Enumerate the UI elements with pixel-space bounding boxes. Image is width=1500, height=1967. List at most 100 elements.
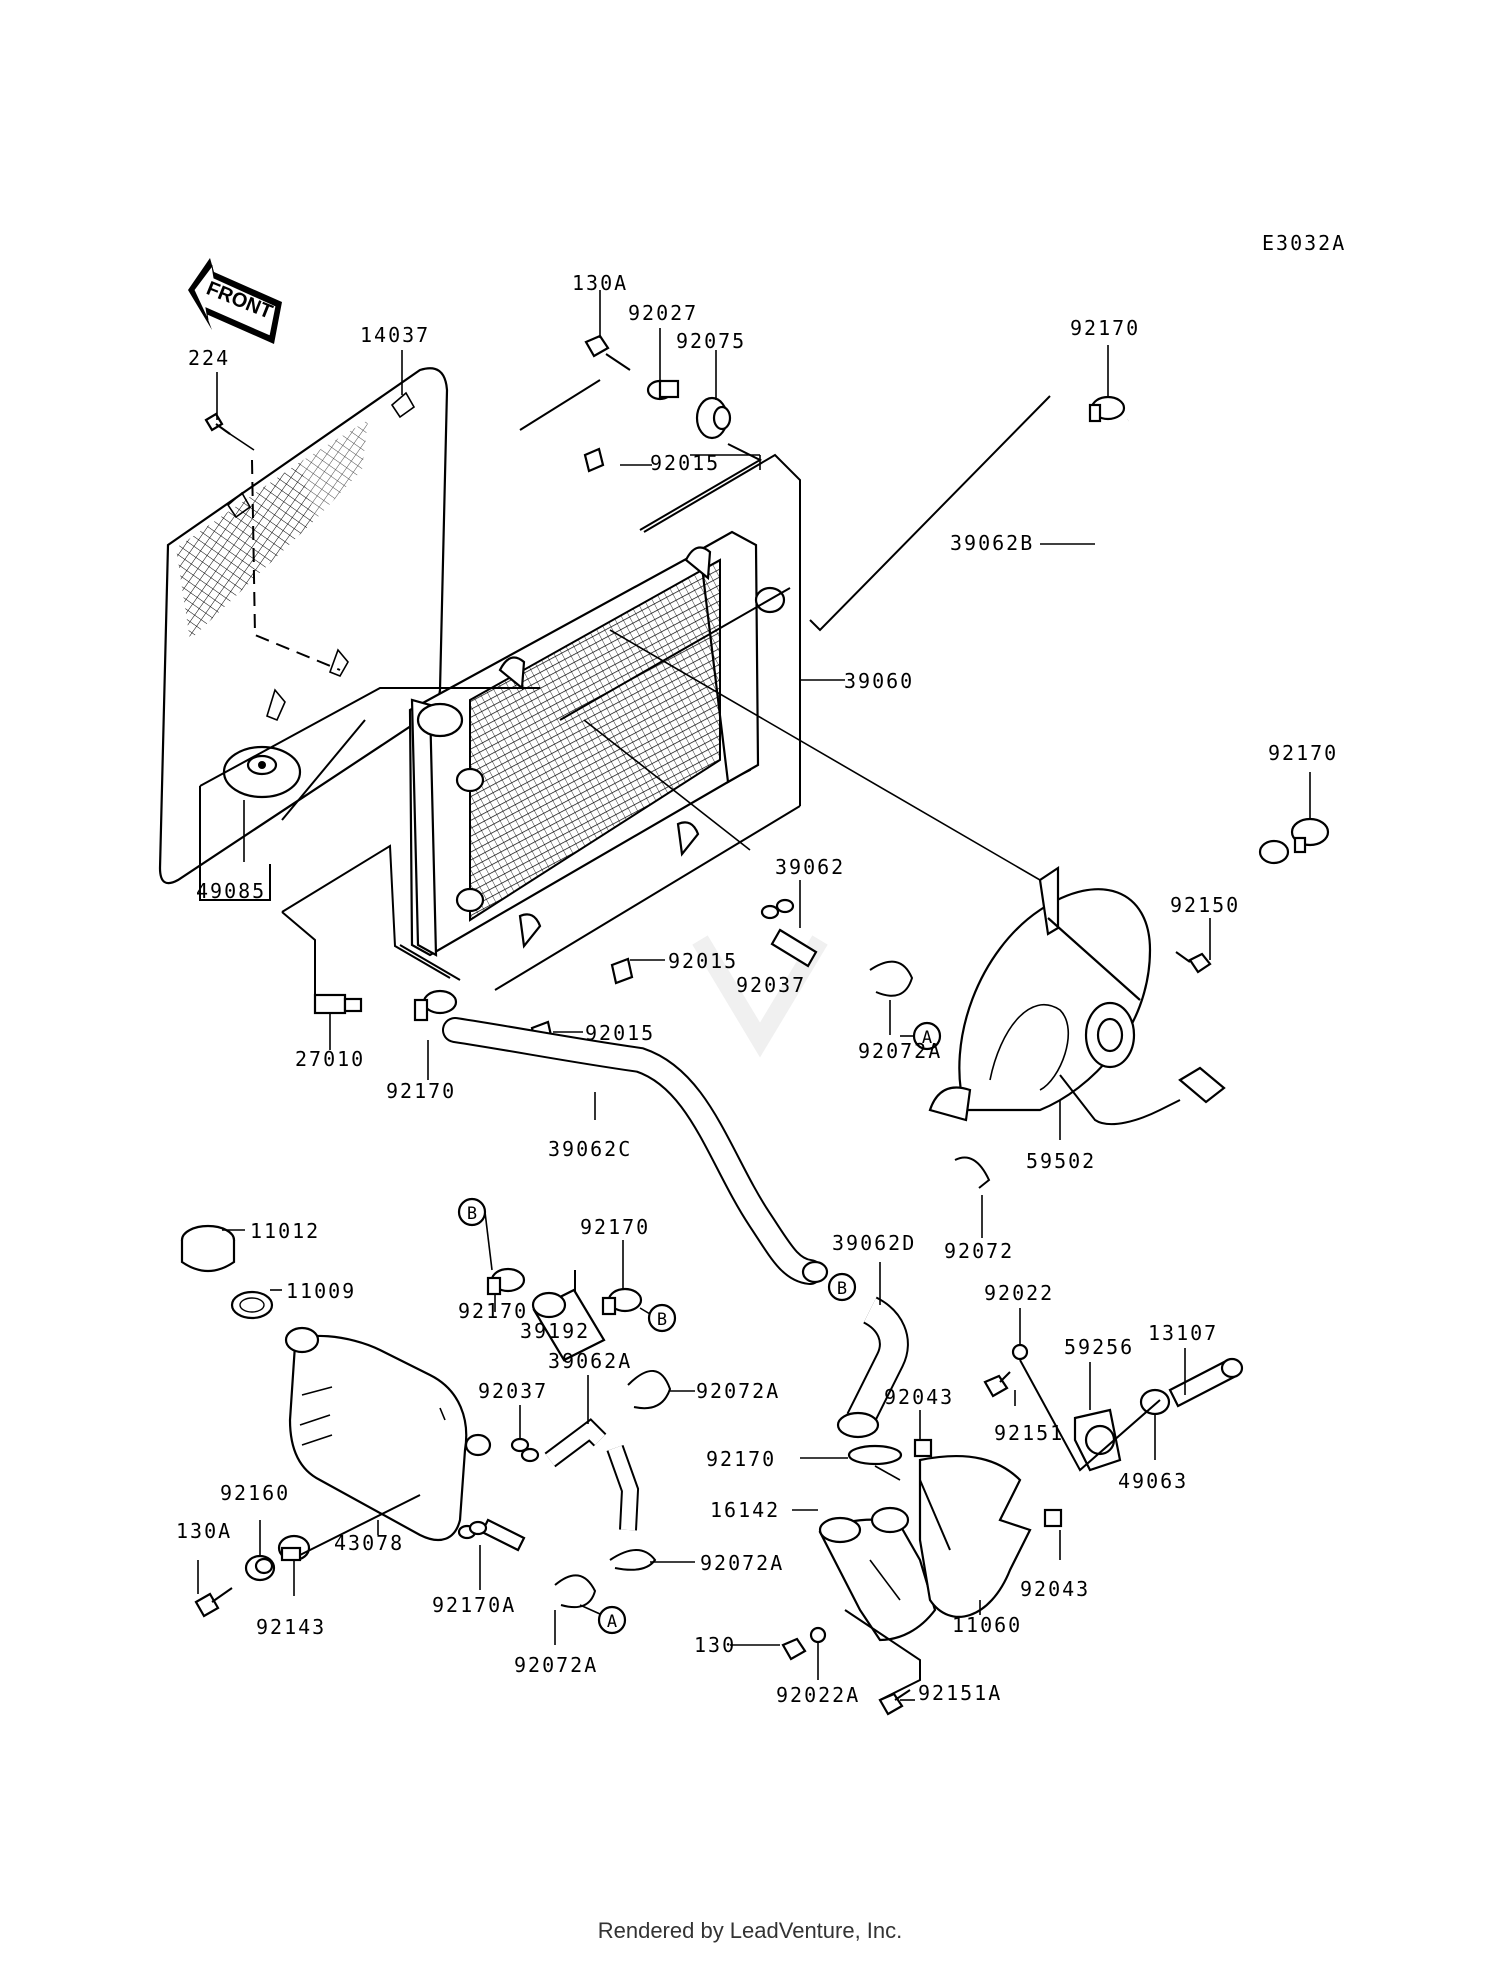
part-label: 92075 — [676, 329, 746, 353]
part-label: 92151A — [918, 1681, 1002, 1705]
clip-92037-mid — [510, 1437, 540, 1463]
clip-92015-top — [583, 447, 605, 473]
part-label: 11060 — [952, 1613, 1022, 1637]
outline-lower — [299, 1359, 1161, 1701]
callout-a-1: A — [900, 1021, 942, 1051]
part-label: 59256 — [1064, 1335, 1134, 1359]
clamp-92072a-top — [869, 960, 914, 997]
grommet-92075 — [695, 396, 732, 440]
svg-text:A: A — [607, 1612, 617, 1632]
hose-39062d — [836, 1296, 909, 1439]
clamp-92170-left — [413, 989, 458, 1022]
collar-92027 — [646, 379, 680, 401]
svg-text:B: B — [467, 1204, 477, 1224]
clip-92015-mid — [610, 957, 634, 985]
fan-assembly — [928, 865, 1226, 1126]
bolt-224 — [204, 412, 255, 451]
part-label: 59502 — [1026, 1149, 1096, 1173]
outline-radiator-top — [643, 453, 801, 806]
part-label: 49085 — [196, 879, 266, 903]
clamp-92072a-mid — [627, 1369, 672, 1410]
part-label: 92170A — [432, 1593, 516, 1617]
water-pump-body — [818, 1506, 937, 1642]
clamp-92170-right — [1290, 817, 1330, 854]
bolt-92150 — [1175, 951, 1212, 974]
hose-small-lower — [480, 1518, 526, 1552]
callout-b-3: B — [827, 1272, 857, 1302]
part-label: 92015 — [668, 949, 738, 973]
part-label: 92072A — [700, 1551, 784, 1575]
clamp-92170-top — [1088, 395, 1126, 423]
part-label: 92022 — [984, 1281, 1054, 1305]
bolt-130 — [781, 1637, 807, 1661]
part-label: 27010 — [295, 1047, 365, 1071]
part-label: 92160 — [220, 1481, 290, 1505]
dowel-92043-b — [1043, 1508, 1063, 1528]
svg-text:A: A — [922, 1028, 932, 1048]
hose-39062a — [544, 1418, 640, 1531]
part-label: 39062D — [832, 1231, 916, 1255]
part-label: 39062A — [548, 1349, 632, 1373]
reservoir-seal — [230, 1290, 274, 1320]
clamp-92072 — [954, 1156, 991, 1189]
svg-text:B: B — [657, 1310, 667, 1330]
part-label: 92015 — [585, 1021, 655, 1045]
reservoir-tank — [284, 1326, 492, 1542]
part-label: 39062 — [775, 855, 845, 879]
radiator-screen — [158, 367, 449, 885]
part-label: 39062B — [950, 531, 1034, 555]
outline-lines — [199, 379, 1051, 1000]
part-label: 92170 — [458, 1299, 528, 1323]
part-label: 92170 — [386, 1079, 456, 1103]
callout-b-1: B — [457, 1197, 493, 1271]
part-label: 92037 — [478, 1379, 548, 1403]
hose-39062 — [770, 928, 818, 968]
footer-credit: Rendered by LeadVenture, Inc. — [597, 1918, 903, 1943]
part-label: 92170 — [580, 1215, 650, 1239]
part-label: 92027 — [628, 301, 698, 325]
clamp-92170-b2 — [601, 1287, 643, 1316]
diagram-code: E3032A — [1262, 231, 1346, 255]
part-label: 11012 — [250, 1219, 320, 1243]
clamp-92072a-low — [609, 1549, 657, 1571]
part-label: 130 — [694, 1633, 736, 1657]
part-label: 92151 — [994, 1421, 1064, 1445]
washer-92022 — [1011, 1343, 1029, 1361]
part-label: 92170 — [1268, 741, 1338, 765]
damper-92160 — [244, 1554, 276, 1582]
part-label: 13107 — [1148, 1321, 1218, 1345]
callout-b-2: B — [639, 1303, 677, 1333]
part-label: 39060 — [844, 669, 914, 693]
bolt-92151 — [983, 1371, 1011, 1398]
part-label: 43078 — [334, 1531, 404, 1555]
radiator-cap — [222, 745, 302, 799]
collar-92143 — [277, 1534, 311, 1562]
part-label: 92022A — [776, 1683, 860, 1707]
part-label: 14037 — [360, 323, 430, 347]
dowel-92043-a — [913, 1438, 933, 1458]
svg-text:B: B — [837, 1279, 847, 1299]
radiator — [408, 530, 786, 957]
part-label: 92170 — [706, 1447, 776, 1471]
clip-92170a — [457, 1520, 488, 1540]
part-label: 92043 — [1020, 1577, 1090, 1601]
part-label: 92015 — [650, 451, 720, 475]
part-label: 92072A — [696, 1379, 780, 1403]
watermark — [692, 935, 828, 1058]
clip-92037-top — [760, 898, 795, 920]
hose-39062c — [442, 1017, 829, 1285]
shaft-13107 — [1168, 1357, 1244, 1408]
part-label: 39192 — [520, 1319, 590, 1343]
part-label: 16142 — [710, 1498, 780, 1522]
fan-switch — [313, 993, 363, 1015]
part-label: 92043 — [884, 1385, 954, 1409]
bolt-130a-bottom — [194, 1587, 233, 1618]
outline-radiator-bot — [494, 805, 801, 991]
part-label: 92072A — [858, 1039, 942, 1063]
hose-39062b — [1046, 408, 1290, 874]
part-label: 224 — [188, 346, 230, 370]
part-label: 92072 — [944, 1239, 1014, 1263]
callout-a-2: A — [579, 1604, 627, 1635]
